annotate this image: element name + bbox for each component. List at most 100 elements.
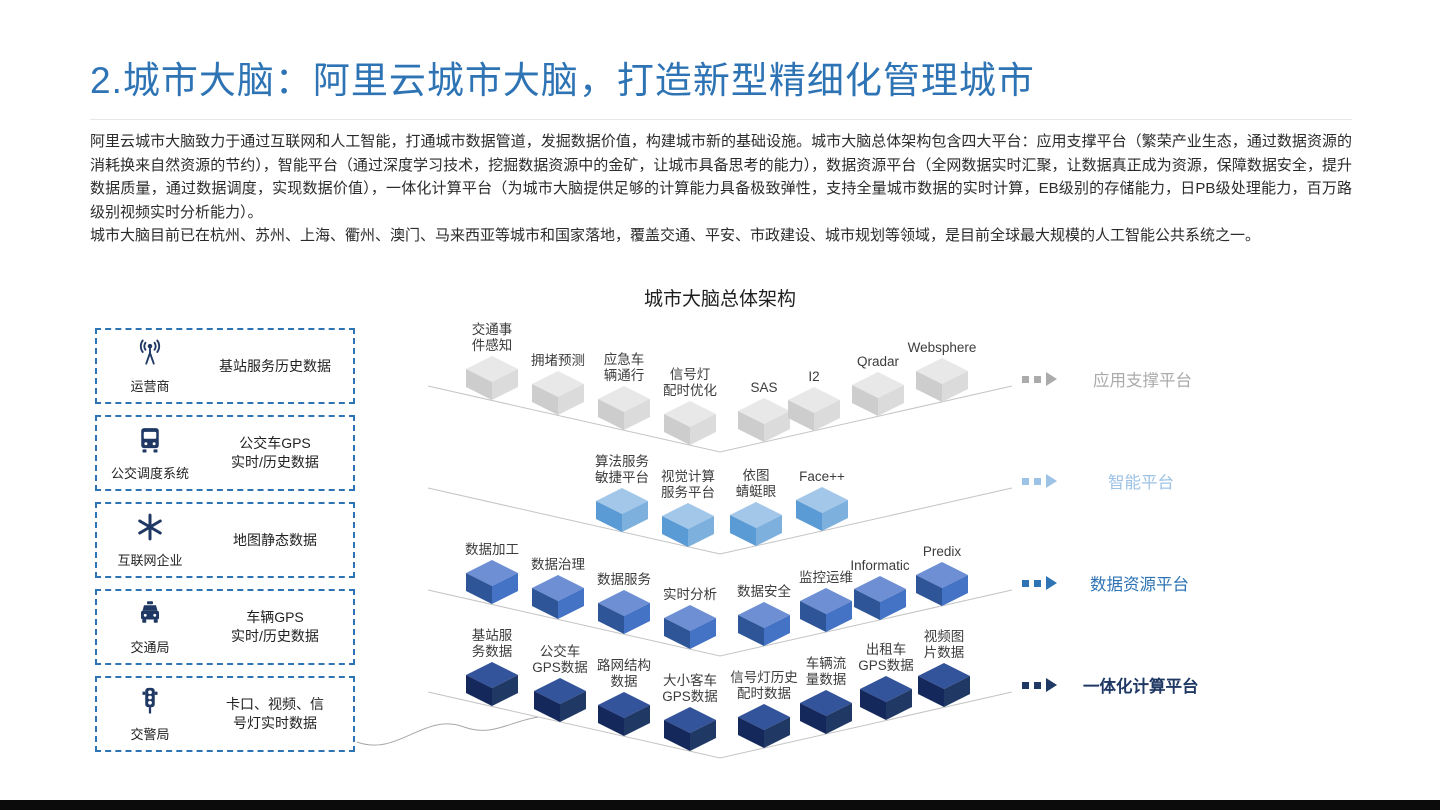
bottom-bar	[0, 800, 1440, 810]
cube-icon	[466, 356, 518, 401]
platform-cube	[738, 704, 790, 749]
source-label: 公交车GPS 实时/历史数据	[231, 435, 319, 470]
platform-cube	[466, 356, 518, 401]
source-caption: 运营商	[130, 378, 170, 394]
cube-icon	[534, 677, 586, 722]
source-box: 交通局 车辆GPS 实时/历史数据	[95, 589, 355, 665]
cube-icon	[662, 502, 714, 547]
source-icon-area: 运营商	[97, 330, 203, 402]
platform-cube	[800, 690, 852, 735]
platform-label: 数据资源平台	[1090, 576, 1189, 594]
platform-cube	[664, 401, 716, 446]
platform-cube	[664, 707, 716, 752]
source-label: 地图静态数据	[233, 531, 317, 548]
platform-cube	[662, 502, 714, 547]
cube-label: 依图 蜻蜓眼	[735, 468, 777, 499]
cube-label: 数据安全	[737, 584, 791, 600]
cube-label: I2	[808, 368, 820, 384]
cube-label: 实时分析	[663, 587, 717, 603]
cube-label: Websphere	[907, 339, 977, 355]
source-icon-area: 交通局	[97, 591, 203, 663]
cube-label: 基站服 务数据	[471, 628, 513, 660]
platform-cube	[466, 662, 518, 707]
cube-icon	[788, 386, 840, 431]
cube-label: 数据服务	[597, 572, 651, 588]
bus-icon	[135, 425, 165, 460]
cube-icon	[800, 690, 852, 735]
connector-curve	[356, 716, 539, 746]
cube-label: 信号灯历史 配时数据	[730, 670, 798, 702]
cube-label: 监控运维	[799, 570, 853, 586]
traffic-light-icon	[135, 686, 165, 721]
cube-label: Qradar	[856, 354, 900, 370]
platform-arrow	[1022, 474, 1057, 488]
source-icon-area: 交警局	[97, 678, 203, 750]
platform-cube	[738, 602, 790, 647]
cube-label: 算法服务 敏捷平台	[595, 454, 649, 485]
platform-cube	[598, 590, 650, 635]
cube-icon	[598, 386, 650, 431]
cube-label: Face++	[799, 469, 845, 485]
page-title: 2.城市大脑：阿里云城市大脑，打造新型精细化管理城市	[90, 60, 1035, 101]
cube-icon	[852, 372, 904, 417]
cube-label: 路网结构 数据	[597, 658, 651, 690]
cube-icon	[796, 486, 848, 531]
platform-cube	[854, 575, 906, 620]
source-caption: 互联网企业	[117, 552, 183, 568]
cube-icon	[532, 371, 584, 416]
source-caption: 公交调度系统	[110, 465, 189, 481]
source-label: 基站服务历史数据	[219, 357, 331, 374]
taxi-icon	[135, 599, 165, 634]
cube-icon	[664, 707, 716, 752]
source-box: 运营商 基站服务历史数据	[95, 328, 355, 404]
cube-label: 公交车 GPS数据	[532, 643, 588, 675]
cube-label: 信号灯 配时优化	[663, 367, 717, 399]
platform-cube	[596, 487, 648, 532]
cube-icon	[532, 575, 584, 620]
cube-icon	[916, 561, 968, 606]
platform-cube	[664, 605, 716, 650]
body-paragraph-2: 城市大脑目前已在杭州、苏州、上海、衢州、澳门、马来西亚等城市和国家落地，覆盖交通…	[90, 227, 1261, 244]
platform-cube	[918, 663, 970, 708]
platform-cube	[860, 676, 912, 721]
platform-cube	[466, 560, 518, 605]
platform-cube	[730, 501, 782, 546]
cube-label: SAS	[750, 380, 778, 396]
cube-icon	[466, 662, 518, 707]
platform-cube	[598, 692, 650, 737]
cube-icon	[860, 676, 912, 721]
source-caption: 交通局	[130, 639, 170, 655]
cube-label: 大小客车 GPS数据	[662, 673, 718, 705]
cube-label: 视频图 片数据	[923, 629, 965, 661]
cube-label: 应急车 辆通行	[603, 352, 645, 384]
cube-icon	[738, 602, 790, 647]
cube-icon	[800, 588, 852, 633]
source-icon-area: 公交调度系统	[97, 417, 203, 489]
source-label: 车辆GPS 实时/历史数据	[231, 609, 319, 644]
source-box: 互联网企业 地图静态数据	[95, 502, 355, 578]
cube-icon	[664, 401, 716, 446]
source-caption: 交警局	[130, 726, 170, 742]
cube-label: 数据治理	[531, 557, 585, 573]
cube-icon	[854, 575, 906, 620]
platform-label: 应用支撑平台	[1093, 372, 1192, 390]
platform-arrow	[1022, 576, 1057, 590]
cube-label: 视觉计算 服务平台	[661, 468, 715, 500]
platform-cube	[532, 371, 584, 416]
cube-icon	[730, 501, 782, 546]
platform-cube	[916, 357, 968, 402]
platform-arrow	[1022, 678, 1057, 692]
cube-label: 交通事 件感知	[471, 322, 513, 354]
platform-cube	[800, 588, 852, 633]
antenna-icon	[135, 338, 165, 373]
cube-label: 车辆流 量数据	[805, 656, 847, 688]
cube-icon	[738, 398, 790, 443]
platform-cube	[738, 398, 790, 443]
cube-label: Informatic	[850, 557, 910, 573]
cube-icon	[596, 487, 648, 532]
platform-label: 一体化计算平台	[1083, 678, 1199, 696]
platform-cube	[598, 386, 650, 431]
cube-label: 出租车 GPS数据	[858, 642, 914, 674]
platform-cube	[532, 575, 584, 620]
